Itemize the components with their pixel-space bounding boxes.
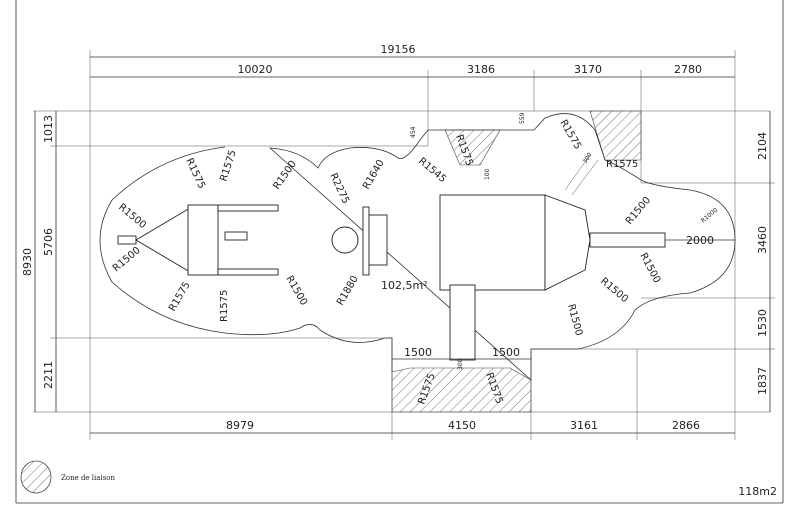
small-dim-label: 300 [457, 358, 464, 370]
radius-label: R1575 [167, 280, 193, 314]
hatch-legend-icon [20, 460, 52, 494]
small-dim-label: 300 [582, 151, 594, 165]
slide-dim-label: 2000 [686, 234, 714, 247]
top-dim-label: 2780 [674, 63, 702, 76]
right-dim-label: 1837 [756, 367, 769, 395]
right-dim-label: 2104 [756, 132, 769, 160]
bottom-dim-label: 8979 [226, 419, 254, 432]
right-dim-label: 3460 [756, 226, 769, 254]
ship-bow-structure [117, 204, 279, 276]
small-dim-label: 454 [410, 126, 417, 138]
right-dim-label: 1530 [756, 309, 769, 337]
top-dim-label: 10020 [238, 63, 273, 76]
right-dimensions: 2104 3460 1530 1837 [756, 111, 771, 412]
left-dim-label: 2211 [42, 361, 55, 389]
radius-label: R1575 [183, 157, 207, 191]
left-dim-label: 1013 [42, 115, 55, 143]
radius-label: R1000 [700, 207, 720, 225]
radius-label: R1575 [218, 149, 238, 183]
small-dim-label: 559 [519, 112, 526, 124]
radius-label: R1575 [557, 118, 583, 152]
radius-label: R1500 [116, 202, 148, 231]
top-dimensions: 19156 10020 3186 3170 2780 [90, 43, 735, 78]
radius-label: R1500 [565, 303, 584, 337]
ladder-dim-label: 1500 [404, 346, 432, 359]
drawing-frame [15, 0, 784, 504]
left-dim-label: 5706 [42, 228, 55, 256]
small-dim-label: 100 [484, 168, 491, 180]
radius-label: R1500 [111, 245, 143, 274]
ship-wheel-structure [331, 206, 388, 276]
radius-label: R1500 [598, 276, 630, 305]
radius-label: R1500 [283, 274, 309, 308]
bottom-dim-label: 2866 [672, 419, 700, 432]
bottom-dim-label: 3161 [570, 419, 598, 432]
main-deck-tower [439, 154, 666, 361]
ladder-dim-label: 1500 [492, 346, 520, 359]
top-dim-label: 3170 [574, 63, 602, 76]
radius-label: R1500 [637, 251, 662, 285]
left-dimensions: 8930 1013 5706 2211 [21, 111, 57, 412]
top-dim-label: 3186 [467, 63, 495, 76]
bottom-dimensions: 8979 4150 3161 2866 [90, 419, 735, 434]
radius-label: R1545 [416, 156, 448, 185]
small-dimensions: 454 559 100 300 300 [410, 112, 594, 370]
connection-zones [391, 110, 642, 413]
radius-label: R1575 [219, 290, 230, 322]
total-area-label: 118m2 [738, 485, 777, 498]
radius-label: R1575 [606, 159, 638, 170]
left-total-label: 8930 [21, 248, 34, 276]
area-label: 102,5m² [381, 279, 428, 292]
radius-label: R2275 [327, 172, 351, 206]
legend-label: Zone de liaison [61, 474, 115, 482]
radius-label: R1880 [335, 274, 361, 308]
radius-label: R1500 [624, 195, 653, 227]
safety-zone-outline [99, 113, 736, 381]
overall-width-label: 19156 [381, 43, 416, 56]
radius-label: R1500 [271, 159, 299, 192]
radius-label: R1640 [361, 158, 387, 192]
legend: Zone de liaison [20, 460, 115, 494]
bottom-dim-label: 4150 [448, 419, 476, 432]
